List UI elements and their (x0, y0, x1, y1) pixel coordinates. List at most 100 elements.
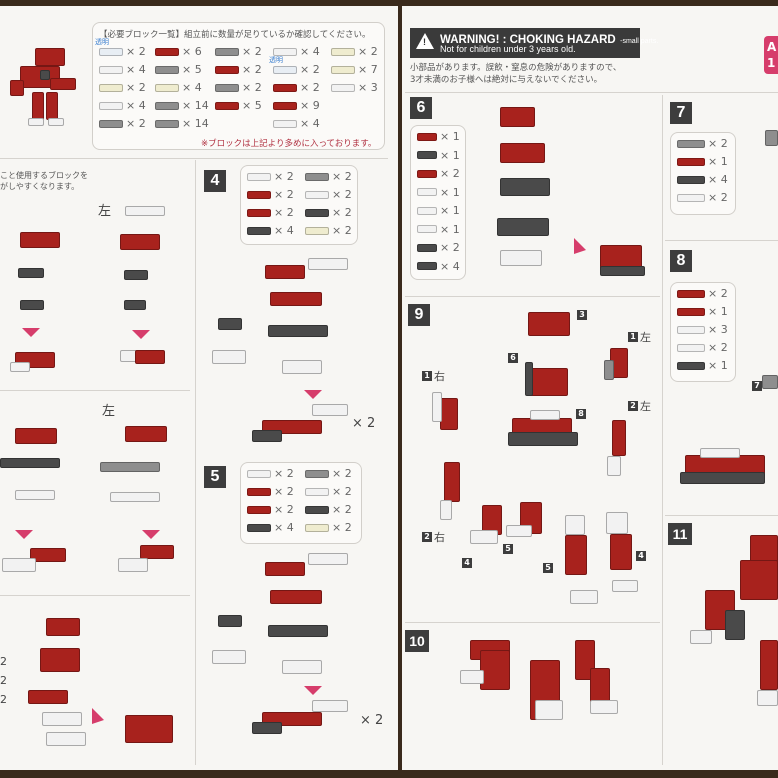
step-4-parts: × 2× 2× 2× 4× 2× 2× 2× 2 (240, 165, 358, 245)
part-item: × 2 (417, 241, 460, 254)
step-8-number: 8 (670, 250, 692, 272)
brick-illustration (15, 428, 57, 444)
part-count: × 3 (358, 81, 378, 94)
right-label: 右 (434, 531, 445, 544)
brick-icon (247, 190, 271, 199)
brick-icon (305, 190, 329, 199)
warning-triangle-icon (416, 33, 434, 49)
warning-title: WARNING! : CHOKING HAZARD (440, 34, 616, 46)
brick-icon (247, 505, 271, 514)
brick-illustration (762, 375, 778, 389)
brick-icon (99, 65, 123, 74)
part-count: × 2 (242, 45, 262, 58)
brick-illustration (612, 420, 626, 456)
part-count: × 4 (300, 117, 320, 130)
times-two-label: × 2 (360, 713, 384, 728)
part-item: × 1 (417, 204, 460, 217)
brick-icon (677, 193, 705, 202)
warning-jp-line2: 3才未満のお子様へは絶対に与えないでください。 (410, 75, 603, 85)
brick-illustration (765, 130, 778, 146)
part-count: × 2 (332, 170, 352, 183)
part-item: × 2 (247, 467, 294, 480)
brick-illustration (757, 690, 778, 706)
part-item: × 2 (305, 485, 352, 498)
brick-icon (247, 208, 271, 217)
brick-illustration (565, 515, 585, 535)
part-count: × 2 (440, 241, 460, 254)
part-item: × 4 (247, 224, 294, 237)
brick-illustration (528, 312, 570, 336)
brick-illustration (10, 80, 24, 96)
brick-illustration (28, 690, 68, 704)
brick-illustration (40, 648, 80, 672)
part-item: × 1 (677, 155, 728, 168)
brick-illustration (606, 512, 628, 534)
brick-icon (155, 65, 179, 74)
brick-icon (417, 169, 437, 178)
brick-illustration (525, 362, 533, 396)
brick-illustration (700, 448, 740, 458)
brick-illustration (270, 292, 322, 306)
part-item: × 2 (331, 45, 378, 58)
sub-assembly-tag: 2 (628, 401, 638, 411)
brick-illustration (124, 270, 148, 280)
corner-tab-letter: A (767, 40, 777, 54)
brick-icon (99, 47, 123, 56)
part-item: × 2 (215, 45, 262, 58)
brick-illustration (125, 206, 165, 216)
brick-icon (677, 139, 705, 148)
brick-illustration (497, 218, 549, 236)
brick-illustration (600, 266, 645, 276)
part-count: × 2 (708, 341, 728, 354)
left-label: 左 (98, 204, 112, 219)
brick-icon (331, 47, 355, 56)
brick-icon (99, 83, 123, 92)
brick-icon (417, 206, 437, 215)
part-item: × 4 (417, 260, 460, 273)
part-item: × 1 (677, 359, 728, 372)
brick-illustration (535, 700, 563, 720)
part-item: × 1 (417, 186, 460, 199)
brick-illustration (118, 558, 148, 572)
part-count: × 1 (440, 130, 460, 143)
part-count: × 2 (274, 467, 294, 480)
brick-illustration (282, 660, 322, 674)
part-item: × 1 (417, 149, 460, 162)
part-item: × 2 (305, 521, 352, 534)
part-count: × 14 (182, 117, 209, 130)
brick-illustration (46, 618, 80, 636)
part-count: × 2 (274, 485, 294, 498)
choking-hazard-warning: ! WARNING! : CHOKING HAZARD -small parts… (410, 28, 658, 58)
brick-illustration (252, 430, 282, 442)
part-count: × 4 (274, 521, 294, 534)
brick-icon (99, 101, 123, 110)
step-11-number: 11 (668, 523, 692, 545)
brick-illustration (570, 590, 598, 604)
brick-icon (677, 307, 705, 316)
brick-icon (215, 83, 239, 92)
sub-assembly-tag: 1 (628, 332, 638, 342)
brick-illustration (607, 456, 621, 476)
brick-icon (305, 523, 329, 532)
part-item: × 9 (273, 99, 320, 112)
brick-icon (331, 65, 355, 74)
sub-assembly-tag: 2 (422, 532, 432, 542)
clear-label: 透明 (269, 56, 283, 64)
part-count: × 4 (274, 224, 294, 237)
part-count: × 2 (300, 63, 320, 76)
part-item: × 4 (247, 521, 294, 534)
brick-icon (273, 47, 297, 56)
part-count: × 2 (358, 45, 378, 58)
brick-icon (417, 151, 437, 159)
left-label: 左 (640, 331, 651, 344)
brick-illustration (740, 560, 778, 600)
brick-illustration (470, 530, 498, 544)
part-item: × 6 (155, 45, 202, 58)
part-count: × 2 (332, 467, 352, 480)
brick-illustration (18, 268, 44, 278)
brick-illustration (268, 625, 328, 637)
brick-illustration (10, 362, 30, 372)
warning-subtitle: Not for children under 3 years old. (440, 44, 576, 54)
step-5-number: 5 (204, 466, 226, 488)
part-item: × 5 (215, 99, 262, 112)
